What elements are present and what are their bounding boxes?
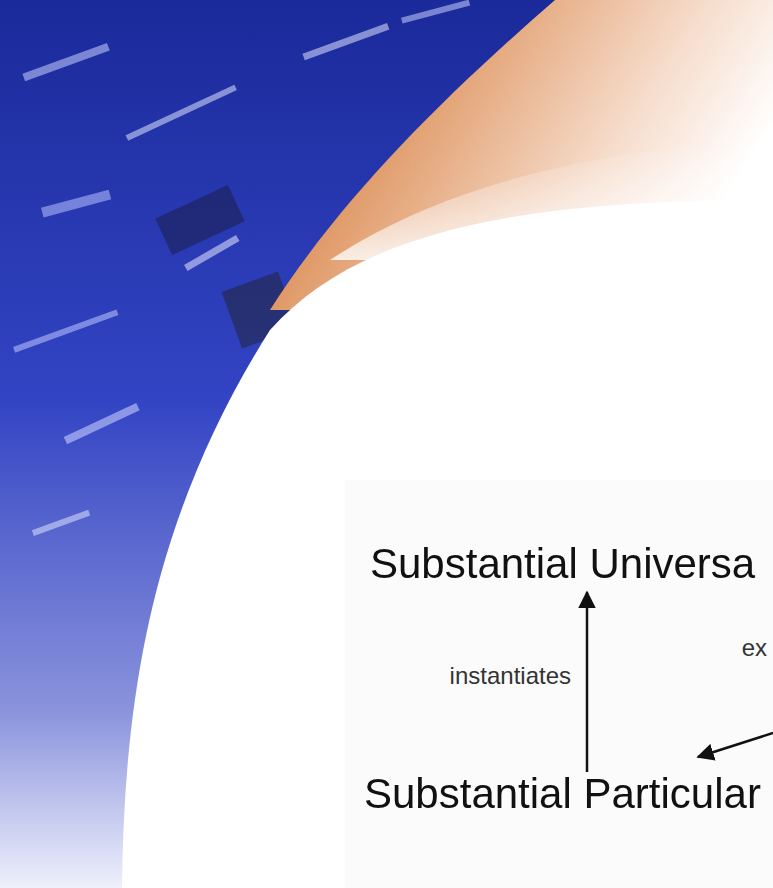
orange-fade xyxy=(330,140,773,260)
white-ground xyxy=(122,200,773,888)
diagram-panel xyxy=(345,480,773,888)
concept-node: Substantial Particular xyxy=(360,770,765,818)
relation-label: instantiates xyxy=(448,662,573,691)
instantiation-arrow xyxy=(586,592,589,772)
cut-off-label: ex xyxy=(740,634,769,663)
cut-off-arrow xyxy=(698,733,773,757)
concept-name: Substantial Universa xyxy=(370,540,755,588)
concept-node: Substantial Universa xyxy=(366,540,759,588)
concept-name: Substantial Particular xyxy=(364,770,761,818)
